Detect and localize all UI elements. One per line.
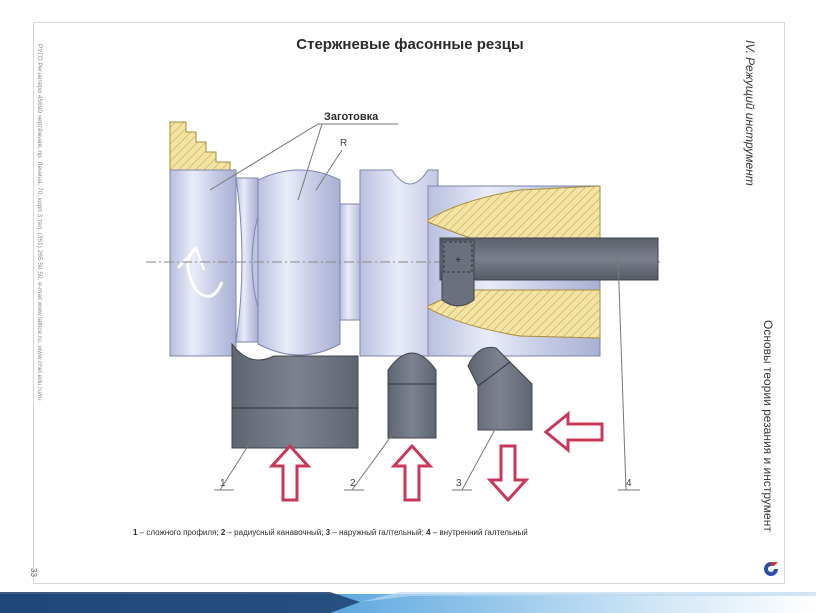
tool-1-body [231,342,359,449]
label-tool-2: 2 [350,478,356,489]
legend-text-2: – радиусный канавочный; [225,528,326,537]
label-tool-1: 1 [220,478,226,489]
label-tool-4: 4 [626,478,632,489]
label-radius: R [340,138,347,149]
leader-workpiece-1 [209,123,319,191]
feed-arrow-tool-4 [543,410,604,454]
legend-num-2: 2 [220,528,226,537]
tool-4-bar [439,237,659,281]
rotation-arrow [186,246,224,298]
label-tool-3: 3 [456,478,462,489]
tool-3-body [467,346,533,431]
feed-arrow-tool-1 [268,443,312,502]
logo-icon [764,562,778,576]
tool-3-line [477,361,511,387]
workpiece-neck [235,177,259,343]
legend-text-3: – наружный галтельный; [330,528,427,537]
legend-num-3: 3 [325,528,331,537]
feed-arrow-tool-3 [486,444,530,503]
legend-num-4: 4 [426,528,431,537]
tool-4-insert [443,241,473,273]
leader-r [315,149,343,191]
svg-text:+: + [455,255,461,266]
legend-num-1: 1 [133,528,138,537]
leader-4 [617,255,627,491]
tool-2-body [387,352,437,439]
legend-text-4: – внутренний галтельный [430,528,528,537]
feed-arrow-tool-2 [390,443,434,502]
chuck-jaw [169,121,231,171]
slide-title: Стержневые фасонные резцы [296,36,524,53]
rotation-arrowhead [177,245,206,271]
legend: 1 – сложного профиля; 2 – радиусный кана… [133,528,528,537]
bottom-decor-bar [0,592,816,613]
label-workpiece: Заготовка [324,111,379,123]
workpiece-hatched-section-top [427,185,601,239]
leader-3 [461,423,499,491]
leader-workpiece-2 [297,123,323,201]
legend-text-1: – сложного профиля; [137,528,221,537]
leader-2 [351,423,401,491]
workpiece-left-body [169,169,237,357]
tool-4-tip [441,239,475,307]
leader-1 [219,423,263,491]
